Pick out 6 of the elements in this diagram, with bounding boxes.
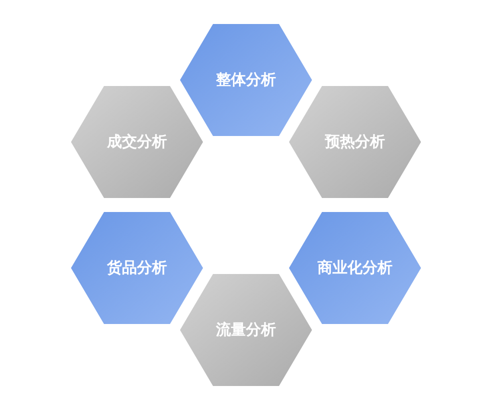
node-label: 成交分析 — [106, 132, 168, 152]
node-label: 流量分析 — [215, 320, 277, 340]
node-label: 商业化分析 — [316, 258, 394, 278]
node-label: 货品分析 — [106, 258, 168, 278]
node-label: 预热分析 — [324, 132, 386, 152]
node-label: 整体分析 — [215, 70, 277, 90]
